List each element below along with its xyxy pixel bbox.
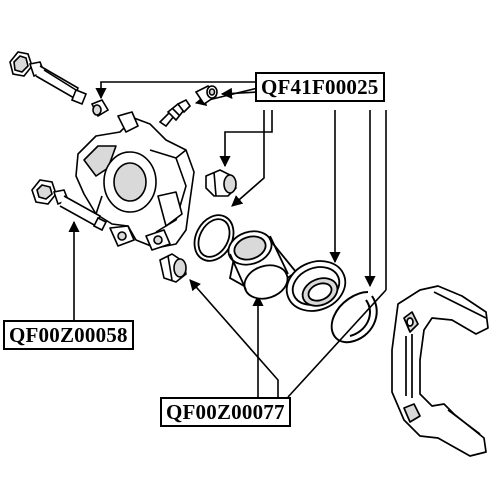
small-sleeve [90,99,110,118]
part-number-label-bottom: QF00Z00077 [160,397,291,427]
bleeder-screw [158,98,192,128]
piston-dust-seal [285,260,347,312]
snap-ring [330,291,378,344]
dust-cap [194,84,218,106]
part-number-label-top: QF41F00025 [255,72,385,102]
caliper-body [75,111,195,251]
mounting-bracket [391,285,489,457]
lower-guide-bolt [31,179,108,232]
piston [227,230,298,300]
guide-boot [205,169,237,197]
bushing [159,253,187,283]
part-number-label-left: QF00Z00058 [3,320,134,350]
upper-guide-bolt [9,51,88,106]
